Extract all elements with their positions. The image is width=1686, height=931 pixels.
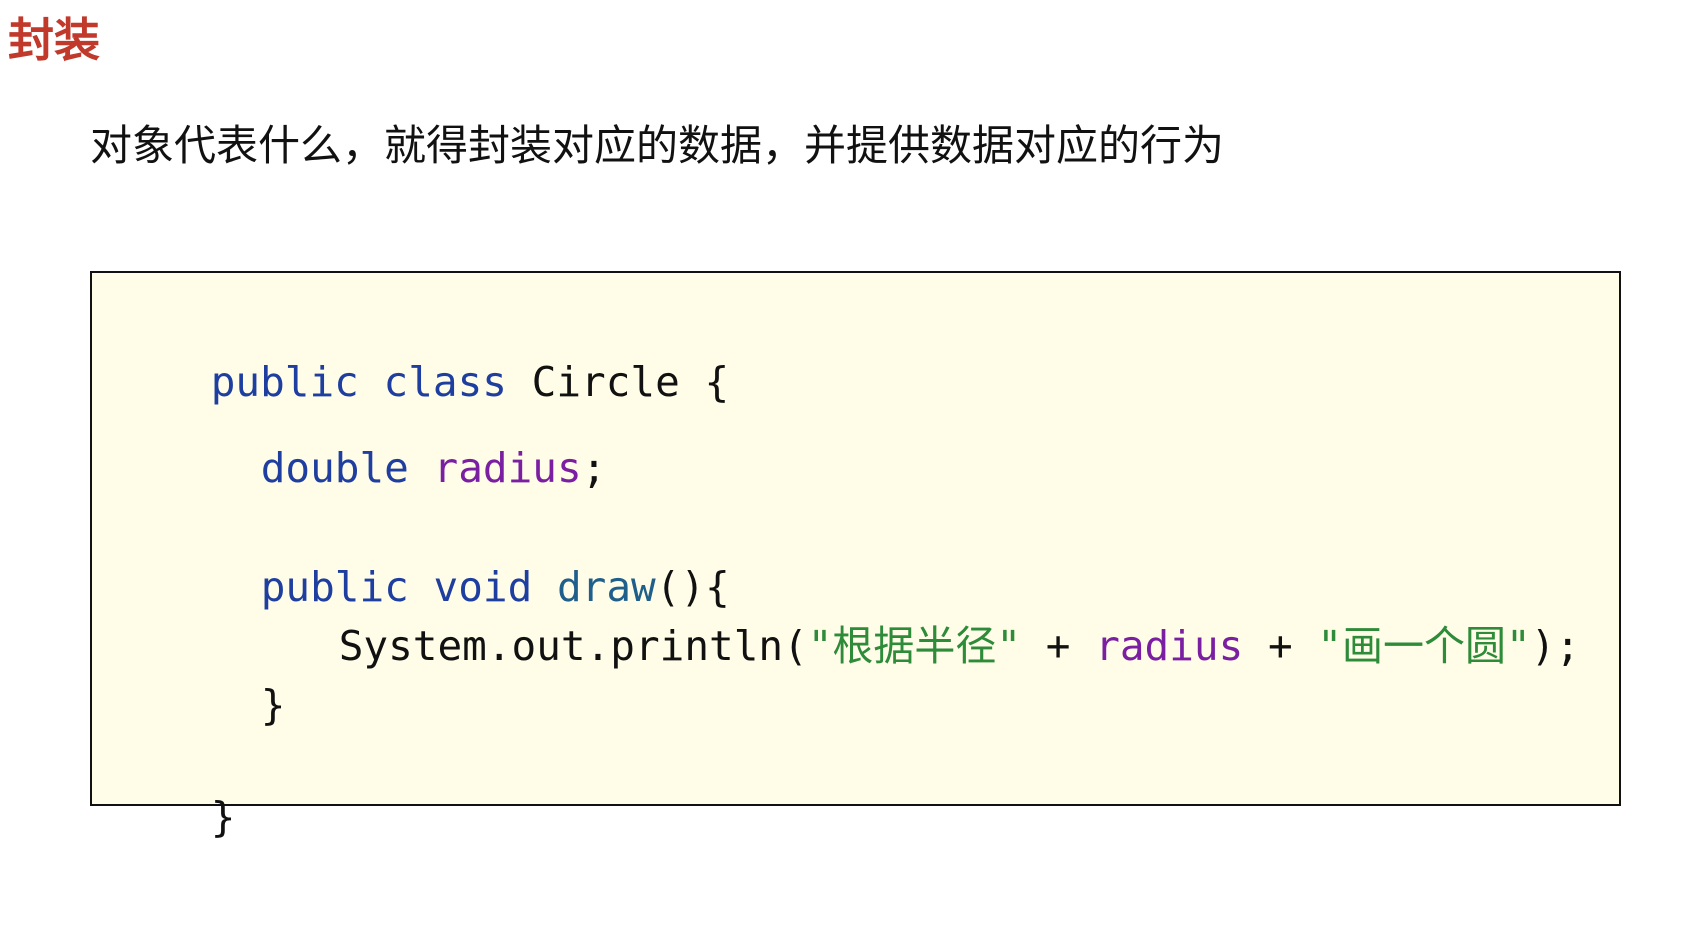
code-token: double — [260, 444, 409, 492]
code-line-method-decl: public void draw(){ — [162, 512, 730, 662]
code-line-method-close: } — [162, 630, 286, 780]
code-block: public class Circle { double radius; pub… — [90, 271, 1621, 841]
code-line-field-decl: double radius; — [162, 393, 607, 543]
code-line-class-decl: public class Circle { — [112, 307, 729, 457]
code-token: public — [210, 358, 359, 406]
code-token: radius — [433, 444, 582, 492]
code-line-print-stmt: System.out.println("根据半径" + radius + "画一… — [240, 571, 1580, 721]
code-token: "画一个圆" — [1317, 622, 1531, 670]
slide-subtitle: 对象代表什么，就得封装对应的数据，并提供数据对应的行为 — [90, 121, 1225, 170]
slide-title: 封装 — [8, 13, 100, 67]
code-token: "根据半径" — [807, 622, 1022, 670]
code-token: } — [260, 681, 286, 729]
code-token: public — [260, 563, 409, 611]
code-token: + — [1243, 622, 1318, 670]
code-token: ); — [1530, 622, 1581, 670]
code-token: class — [383, 358, 507, 406]
code-token: (){ — [655, 563, 730, 611]
code-line-class-close: } — [112, 742, 236, 892]
code-token: void — [433, 563, 533, 611]
code-token: radius — [1095, 622, 1244, 670]
code-token: System.out.println( — [338, 622, 808, 670]
code-token — [409, 444, 434, 492]
code-token: draw — [556, 563, 656, 611]
code-token: ; — [581, 444, 607, 492]
code-token: } — [210, 793, 236, 841]
code-token: + — [1021, 622, 1096, 670]
code-token: Circle { — [506, 358, 730, 406]
